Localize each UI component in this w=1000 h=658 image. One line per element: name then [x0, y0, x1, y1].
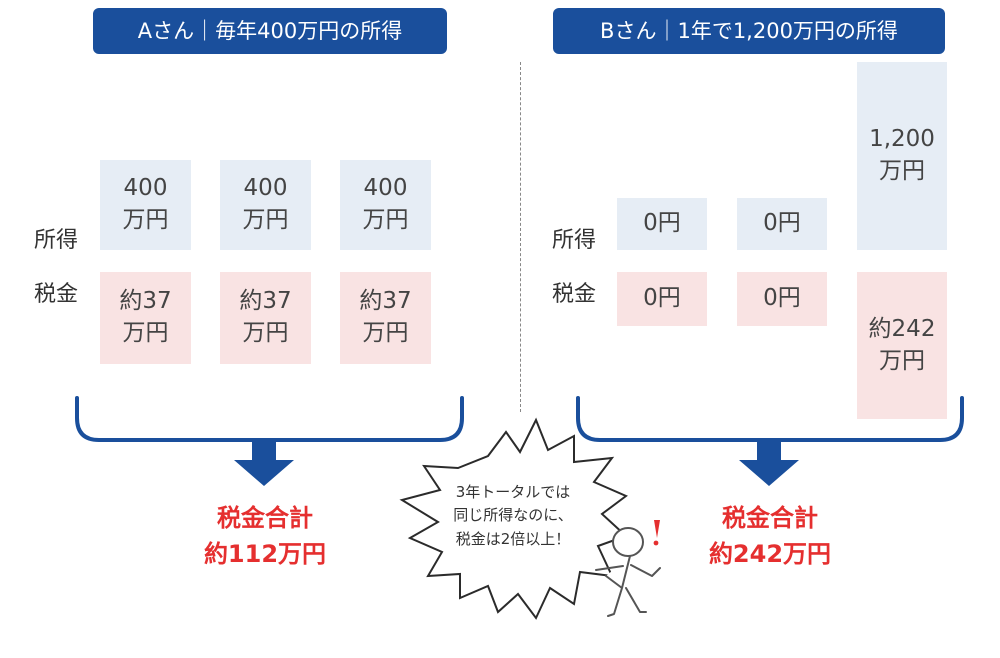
- speech-text: 3年トータルでは 同じ所得なのに、 税金は2倍以上！: [453, 483, 573, 548]
- right-bracket: [576, 396, 964, 442]
- header-b: Bさん｜1年で1,200万円の所得: [553, 8, 945, 54]
- burst-bubble-icon: [399, 417, 628, 620]
- right-tax-label: 税金: [552, 282, 597, 307]
- left-income-label: 所得: [34, 228, 79, 253]
- left-bracket: [75, 396, 464, 442]
- left-total: 税金合計 約112万円: [203, 504, 327, 568]
- down-arrow-icon: [739, 440, 799, 486]
- header-a: Aさん｜毎年400万円の所得: [93, 8, 447, 54]
- surprised-person-icon: [595, 527, 661, 617]
- center-divider: [520, 62, 521, 412]
- right-income-label: 所得: [552, 228, 597, 253]
- left-tax-label: 税金: [34, 282, 79, 307]
- down-arrow-icon: [234, 440, 294, 486]
- right-total: 税金合計 約242万円: [708, 504, 832, 568]
- right-income-year1: 0円: [617, 198, 707, 250]
- right-tax-year2: 0円: [737, 272, 827, 326]
- exclamation-icon: [653, 520, 660, 546]
- right-tax-year1: 0円: [617, 272, 707, 326]
- right-income-year2: 0円: [737, 198, 827, 250]
